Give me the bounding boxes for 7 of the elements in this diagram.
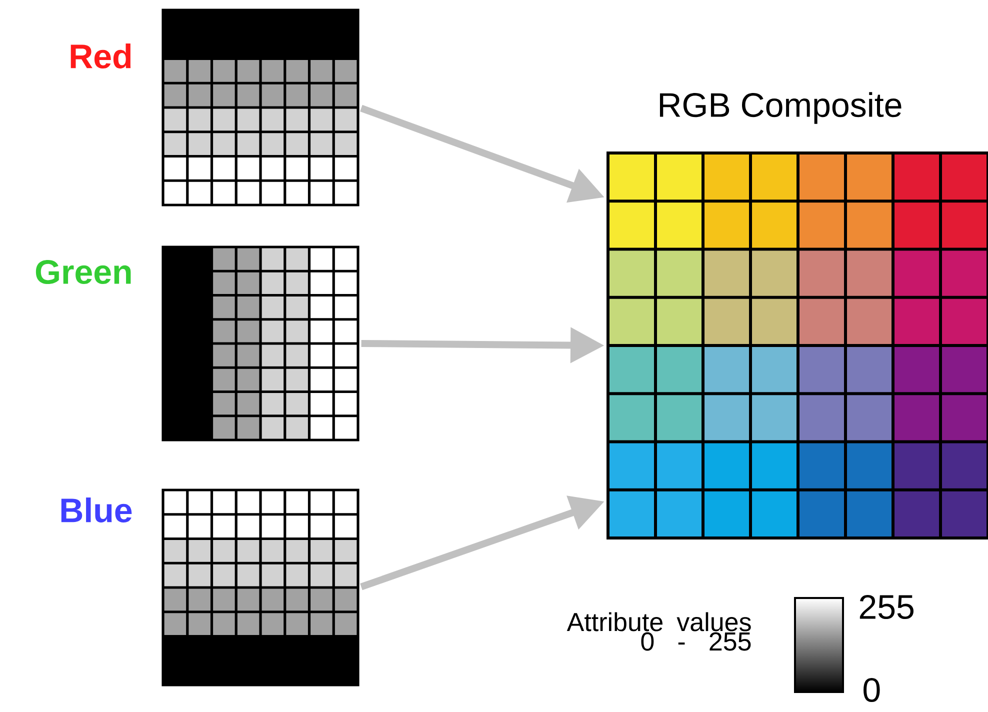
axis-caption: Attribute values 0 - 255 xyxy=(566,612,751,651)
grid-heading: Blue xyxy=(61,498,132,522)
tick-label: 255 xyxy=(860,594,914,620)
grid-heading: Green xyxy=(36,260,131,284)
grid-heading: RGB Composite xyxy=(660,92,902,124)
grid-heading: Red xyxy=(70,44,131,68)
tick-label: 0 xyxy=(864,678,880,702)
